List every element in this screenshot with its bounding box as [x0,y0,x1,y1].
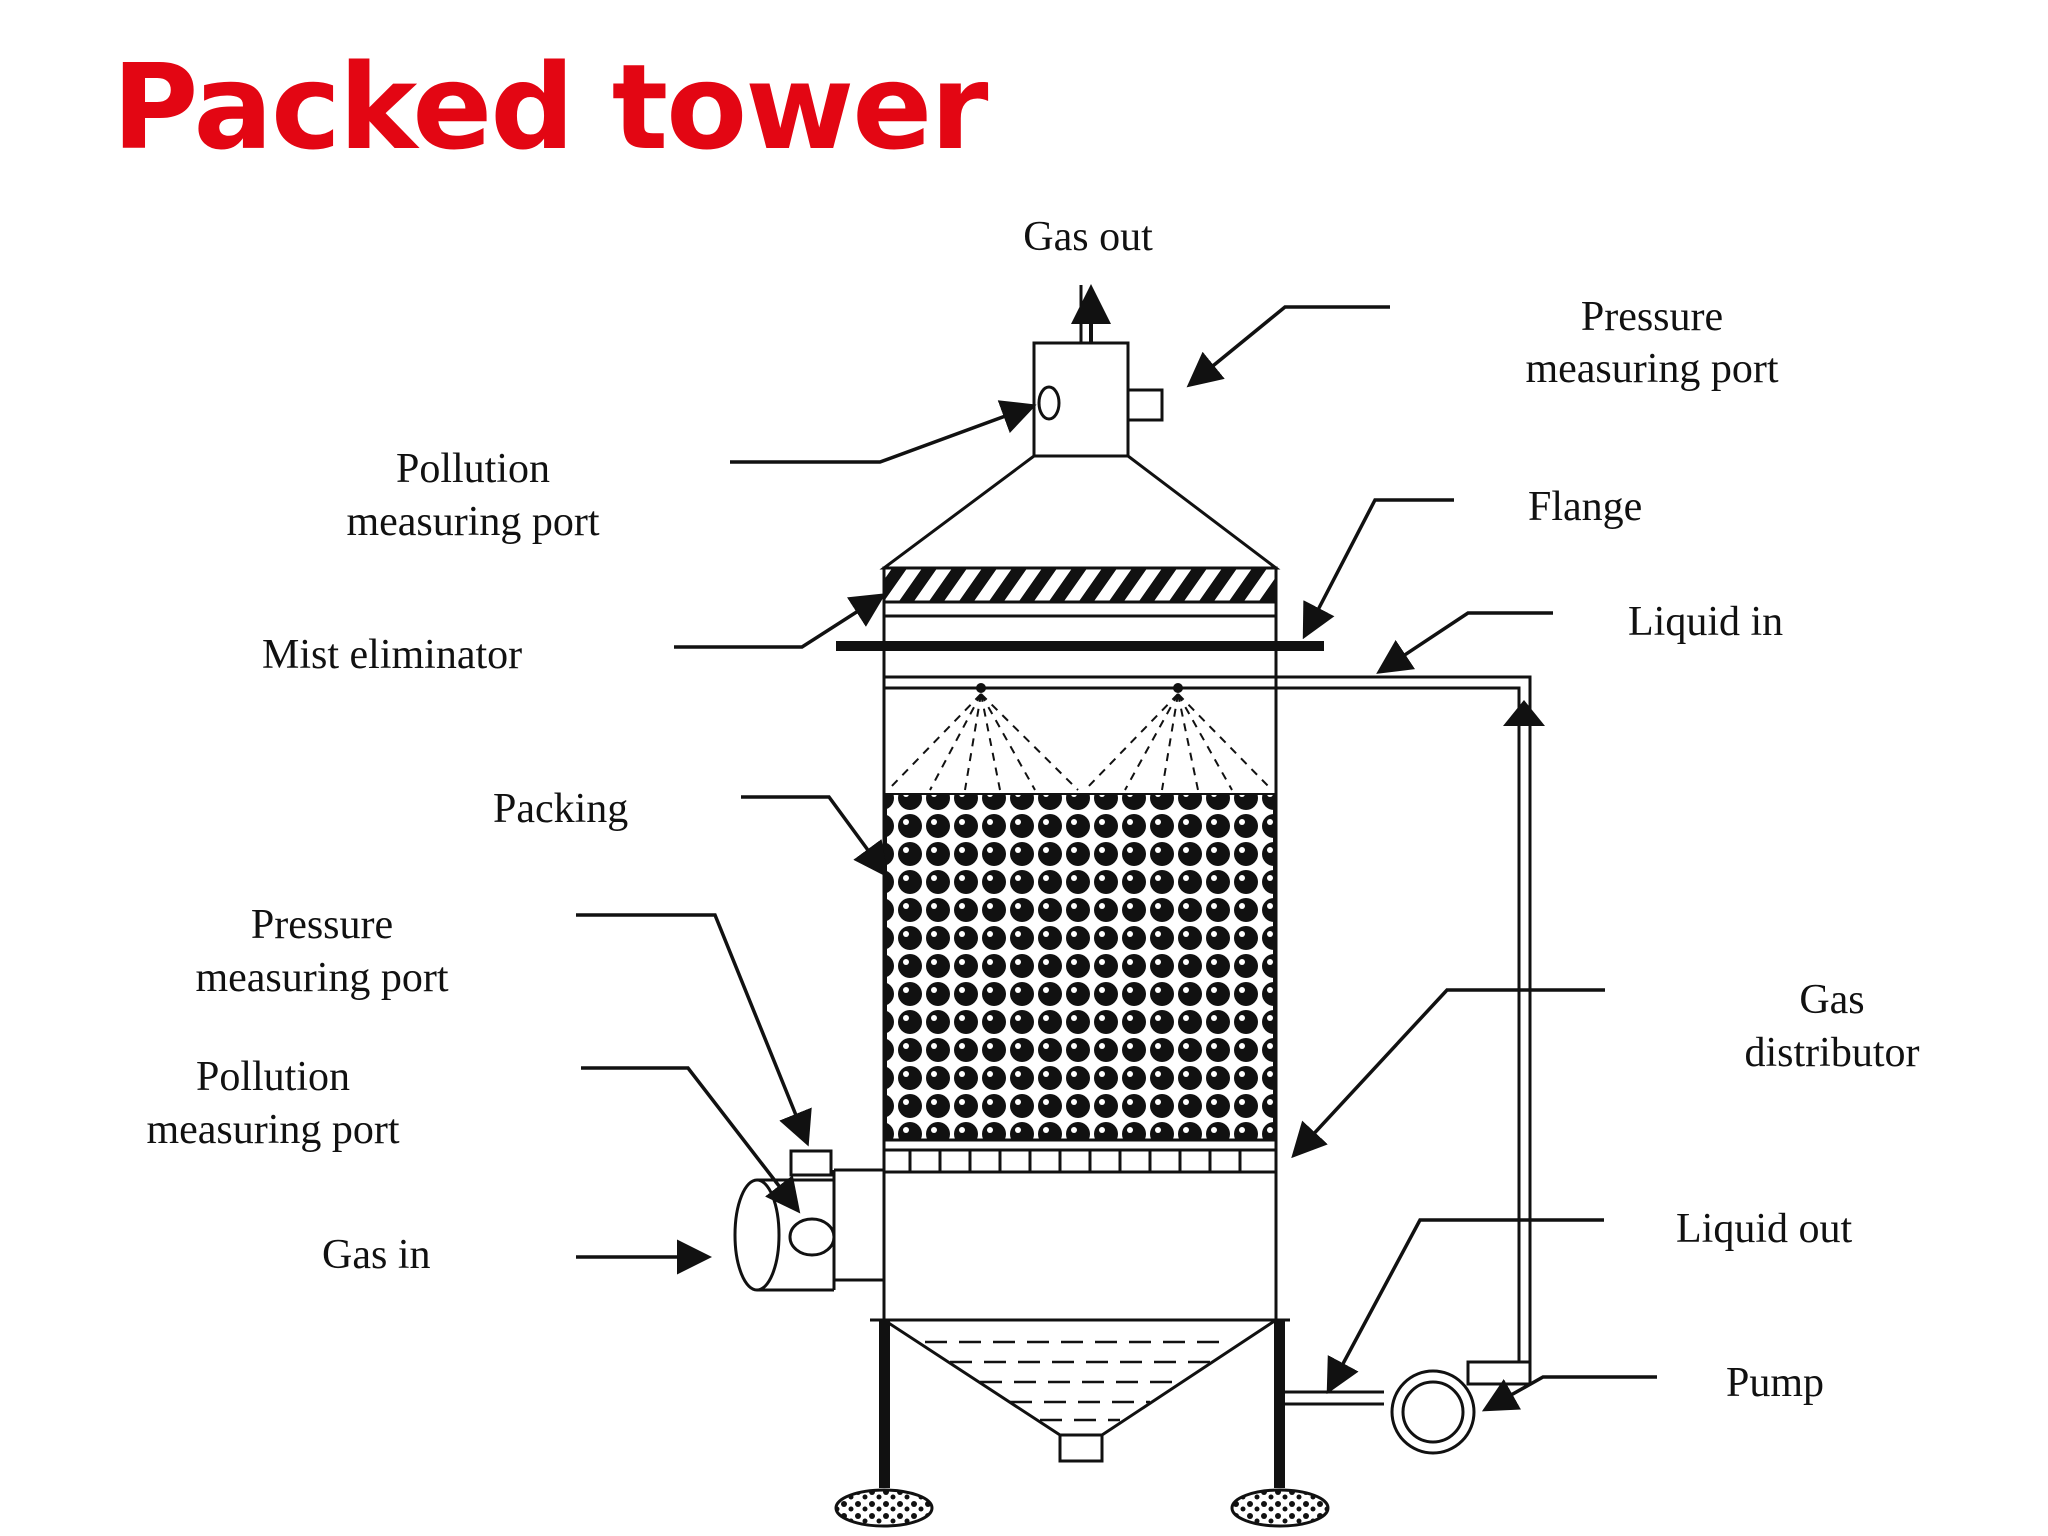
label-pollution-port-bottom-line1: Pollution [196,1054,350,1100]
liquid-sump [925,1340,1230,1422]
label-pollution-port-bottom-line2: measuring port [146,1107,399,1153]
label-pollution-port-top-line2: measuring port [346,499,599,545]
label-pressure-port-top-line2: measuring port [1525,346,1778,392]
tower-legs [834,1320,1330,1528]
flange-bar [836,641,1324,651]
leader-lines [576,305,1657,1412]
tower-body [834,285,1532,1463]
pump [1390,1360,1532,1455]
label-gas-distributor-line1: Gas [1799,977,1864,1023]
page-title: Packed tower [112,38,988,176]
label-pollution-port-top-line1: Pollution [396,446,550,492]
label-liquid-out: Liquid out [1676,1206,1852,1252]
mist-eliminator-pad [882,566,1278,604]
pressure-port-top [1126,388,1164,422]
label-gas-distributor-line2: distributor [1745,1030,1920,1076]
pollution-port-top [1037,385,1061,421]
liquid-in-flow-arrow [1503,700,1545,726]
spray-nozzles [887,683,1273,791]
label-pump: Pump [1726,1360,1824,1406]
gas-inlet [733,1149,836,1292]
label-gas-in: Gas in [322,1232,431,1278]
label-liquid-in: Liquid in [1628,599,1783,645]
gas-distributor-grid [884,1138,1276,1174]
label-gas-out: Gas out [1023,214,1153,260]
label-pressure-port-bottom-line2: measuring port [195,955,448,1001]
label-flange: Flange [1528,484,1642,530]
label-pressure-port-top-line1: Pressure [1581,294,1723,340]
label-packing: Packing [493,786,628,832]
packing-bed [885,793,1275,1141]
label-pressure-port-bottom-line1: Pressure [251,902,393,948]
label-mist-eliminator: Mist eliminator [262,632,522,678]
